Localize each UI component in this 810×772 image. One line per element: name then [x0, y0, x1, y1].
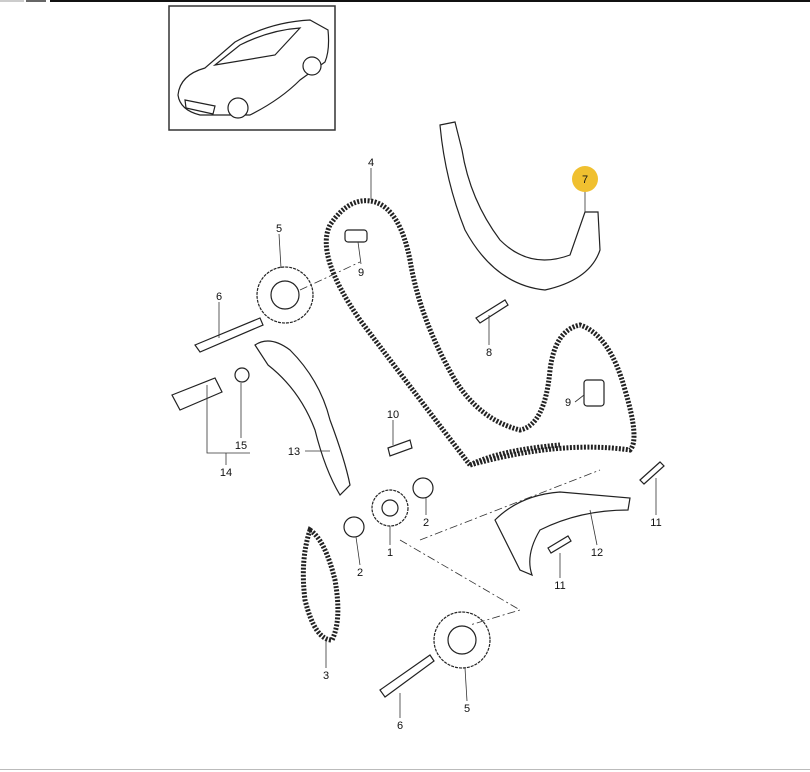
callout-9[interactable]: 9: [358, 267, 364, 279]
callout-6[interactable]: 6: [397, 720, 403, 732]
bolt-6-upper: [194, 317, 264, 353]
alignment-line: [419, 469, 601, 541]
callout-1[interactable]: 1: [387, 547, 393, 559]
guide-pin-9-lower: [583, 379, 605, 407]
stud-11-left: [547, 535, 572, 554]
callout-11[interactable]: 11: [650, 517, 661, 529]
camshaft-sprocket-upper: [256, 266, 314, 324]
callout-15[interactable]: 15: [235, 440, 247, 452]
top-divider: [50, 0, 810, 2]
tensioner-14: [171, 377, 223, 411]
washer-2-right: [412, 477, 434, 499]
upper-timing-chain: [323, 198, 637, 468]
tensioner-rail: [254, 340, 351, 496]
callout-12[interactable]: 12: [591, 547, 603, 559]
highlight-badge: [572, 166, 598, 192]
seal-ring-15: [234, 367, 250, 383]
callout-4[interactable]: 4: [368, 157, 374, 169]
callout-13[interactable]: 13: [288, 446, 300, 458]
callout-8[interactable]: 8: [486, 347, 492, 359]
callout-9[interactable]: 9: [565, 397, 571, 409]
washer-2-left: [343, 516, 365, 538]
callout-6[interactable]: 6: [216, 291, 222, 303]
callout-2[interactable]: 2: [423, 517, 429, 529]
callout-5[interactable]: 5: [276, 223, 282, 235]
crankshaft-sprocket: [371, 489, 409, 527]
guide-pin-9-upper: [344, 229, 368, 243]
leader-lines: [206, 168, 657, 718]
callout-14[interactable]: 14: [220, 467, 232, 479]
callout-3[interactable]: 3: [323, 670, 329, 682]
callout-10[interactable]: 10: [387, 409, 399, 421]
bolt-10: [387, 439, 413, 457]
callout-5[interactable]: 5: [464, 703, 470, 715]
chain-guide-lower: [494, 491, 631, 577]
chain-guide-rail: [439, 121, 601, 291]
bolt-6-lower: [379, 654, 435, 698]
bottom-divider: [0, 769, 810, 770]
stud-11-right: [639, 461, 665, 485]
callout-11[interactable]: 11: [554, 580, 565, 592]
tab-indicator: [26, 0, 46, 2]
vehicle-thumbnail: [168, 5, 336, 131]
alignment-line: [299, 261, 361, 291]
lower-timing-chain: [300, 526, 341, 643]
bolt-8: [475, 299, 509, 324]
tab-indicator: [0, 0, 24, 2]
callout-7-highlighted[interactable]: 7: [582, 174, 588, 186]
camshaft-sprocket-lower: [433, 611, 491, 669]
callout-2[interactable]: 2: [357, 567, 363, 579]
